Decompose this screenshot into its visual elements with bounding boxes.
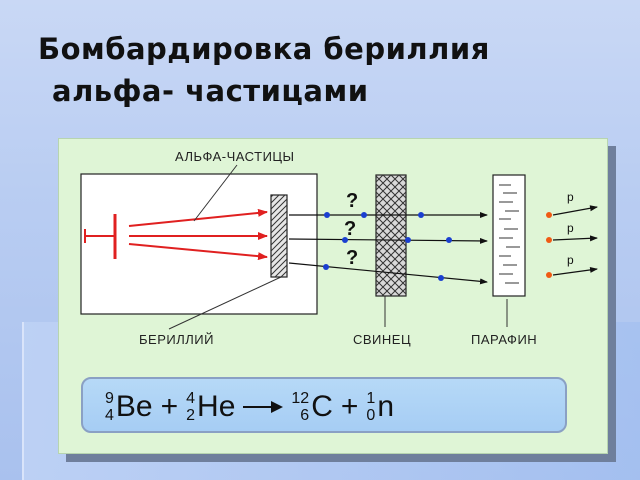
- neutral-particle: [323, 264, 329, 270]
- proton-particle: [546, 212, 552, 218]
- alpha-rays: [128, 208, 268, 261]
- be-mass: 9: [105, 390, 114, 407]
- question-mark-middle: ?: [344, 218, 356, 240]
- n-mass: 1: [366, 390, 376, 407]
- proton-label-middle: p: [567, 221, 574, 235]
- c-symbol: C: [311, 390, 333, 423]
- he-mass: 4: [186, 390, 196, 407]
- neutral-particles: [323, 212, 452, 281]
- proton-particles: [546, 212, 552, 278]
- slide-title: Бомбардировка бериллия альфа- частицами: [38, 28, 490, 112]
- slide-title-line1: Бомбардировка бериллия: [38, 32, 490, 66]
- label-lead: СВИНЕЦ: [353, 332, 411, 347]
- neutral-particle: [361, 212, 367, 218]
- c-mass: 12: [291, 390, 310, 407]
- background-divider: [22, 322, 24, 480]
- neutral-particle: [342, 237, 348, 243]
- question-mark-top: ?: [346, 190, 358, 212]
- proton-label-top: p: [567, 190, 574, 204]
- alpha-pointer: [193, 164, 238, 222]
- diagram-panel: ? ? ? p p p АЛЬФА-ЧАСТИЦЫ БЕРИЛЛИЙ СВИНЕ…: [58, 138, 608, 454]
- beryllium-pointer: [168, 276, 282, 330]
- experiment-diagram: ? ? ? p p p АЛЬФА-ЧАСТИЦЫ БЕРИЛЛИЙ СВИНЕ…: [80, 149, 598, 347]
- proton-particle: [546, 237, 552, 243]
- n-symbol: n: [377, 390, 394, 423]
- neutral-beams: [288, 212, 488, 285]
- plus-sign: +: [340, 390, 359, 423]
- neutral-particle: [446, 237, 452, 243]
- proton-label-bottom: p: [567, 253, 574, 267]
- label-paraffin: ПАРАФИН: [471, 332, 537, 347]
- be-charge: 4: [105, 407, 114, 424]
- plus-sign: +: [160, 390, 179, 423]
- proton-particle: [546, 272, 552, 278]
- he-symbol: He: [197, 390, 236, 423]
- label-beryllium: БЕРИЛЛИЙ: [139, 332, 214, 347]
- neutral-particle: [438, 275, 444, 281]
- he-charge: 2: [186, 407, 196, 424]
- neutral-particle: [405, 237, 411, 243]
- slide-title-line2: альфа- частицами: [52, 74, 369, 108]
- neutral-particle: [324, 212, 330, 218]
- question-mark-bottom: ?: [346, 247, 358, 269]
- be-symbol: Be: [115, 390, 153, 423]
- c-charge: 6: [300, 407, 310, 424]
- alpha-source-icon: [84, 214, 117, 259]
- proton-beams: [552, 205, 598, 276]
- equation-box: [81, 377, 567, 433]
- neutral-particle: [418, 212, 424, 218]
- label-alpha-particles: АЛЬФА-ЧАСТИЦЫ: [175, 149, 295, 164]
- beryllium-hatch: [271, 195, 287, 277]
- paraffin-dashes: [499, 184, 520, 284]
- lead-hatch: [376, 175, 406, 296]
- right-arrow-icon: [243, 401, 284, 413]
- n-charge: 0: [366, 407, 376, 424]
- paraffin-block: [492, 174, 526, 297]
